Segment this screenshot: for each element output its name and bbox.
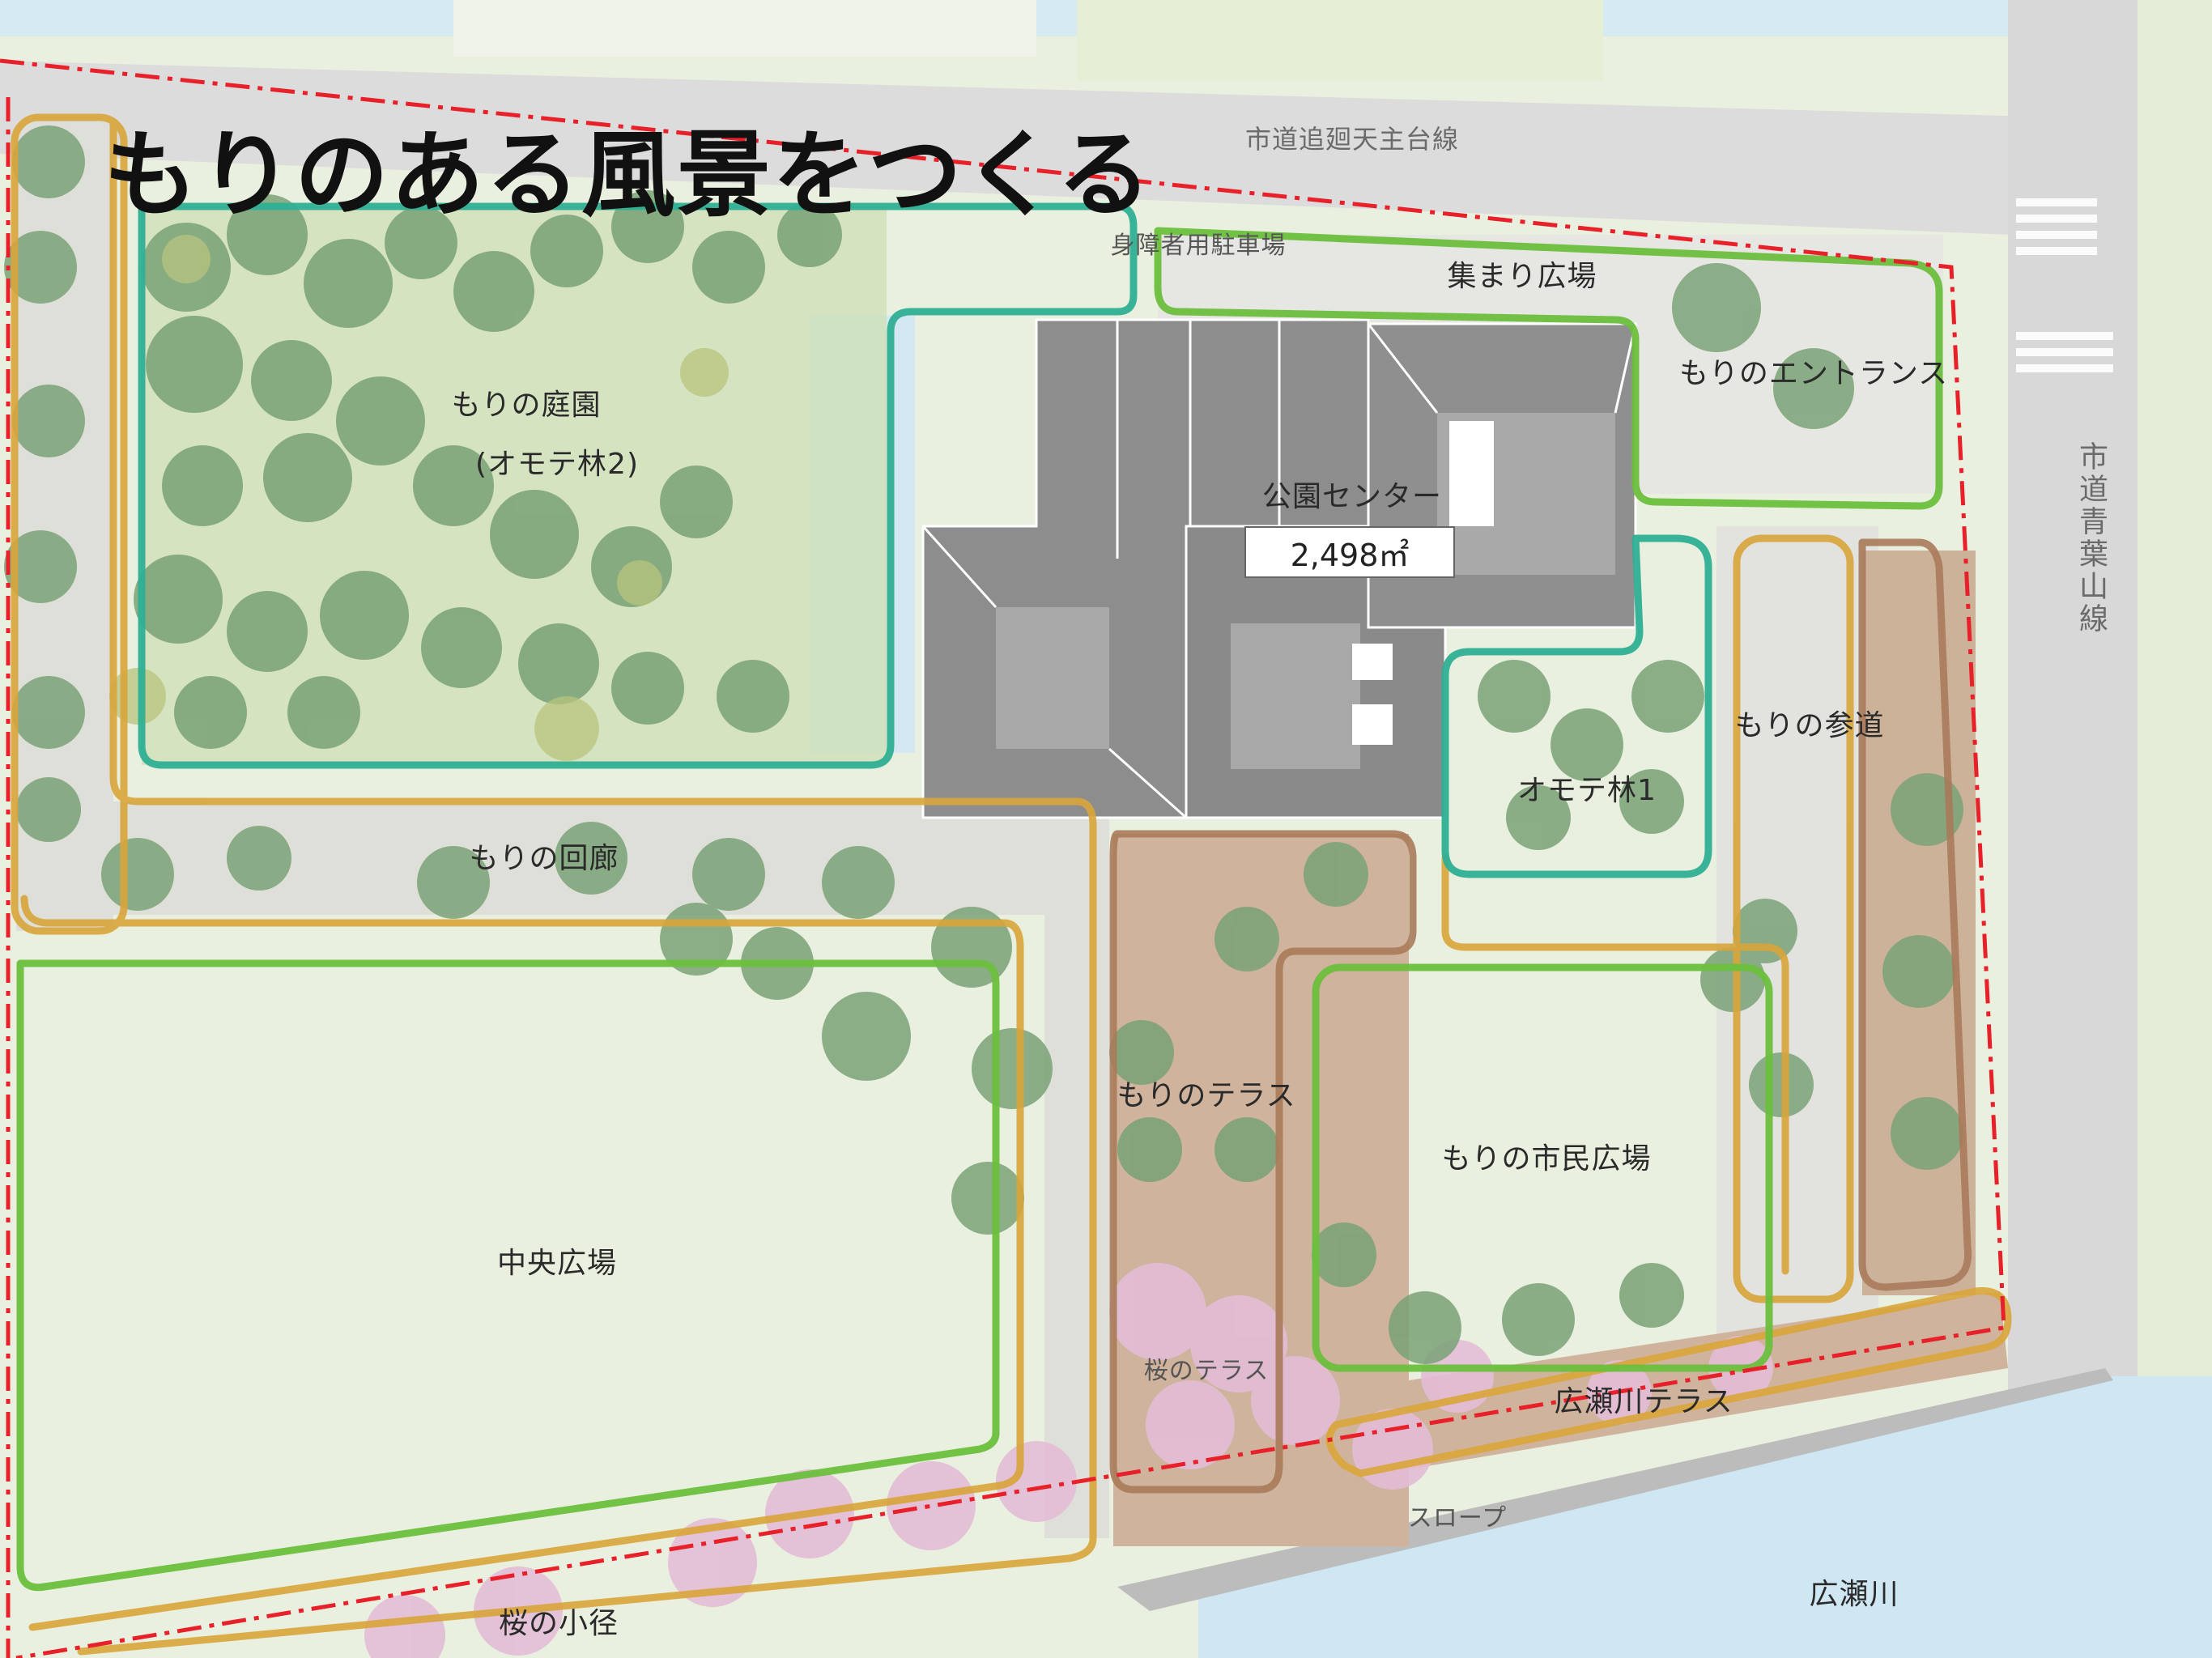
cherry-terrace-label: 桜のテラス xyxy=(1143,1357,1270,1385)
hirose-terrace-label: 広瀬川テラス xyxy=(1554,1385,1733,1418)
park-center-label: 公園センター xyxy=(1261,480,1443,513)
accessible-parking-label: 身障者用駐車場 xyxy=(1110,232,1287,260)
north-road-label: 市道追廻天主台線 xyxy=(1244,124,1460,155)
forest-terrace-label: もりのテラス xyxy=(1117,1079,1296,1112)
forest-corridor-label: もりの回廊 xyxy=(469,842,619,875)
park-center-building xyxy=(921,318,1637,819)
north-road xyxy=(0,61,2212,243)
cherry-path-label: 桜の小径 xyxy=(498,1607,619,1640)
forest-entrance-label: もりのエントランス xyxy=(1678,357,1949,390)
forest-garden-sub-label: (オモテ林2) xyxy=(475,448,639,481)
gathering-plaza-label: 集まり広場 xyxy=(1447,260,1597,293)
page-title: もりのある風景をつくる xyxy=(104,121,1153,230)
slope-label: スロープ xyxy=(1407,1504,1508,1533)
forest-approach-label: もりの参道 xyxy=(1734,709,1885,742)
forest-garden-label: もりの庭園 xyxy=(451,389,602,422)
river-label: 広瀬川 xyxy=(1809,1578,1899,1611)
omote-forest-1-label: オモテ林1 xyxy=(1517,774,1657,807)
floor-area-badge: 2,498㎡ xyxy=(1244,526,1455,578)
central-plaza-label: 中央広場 xyxy=(496,1247,618,1280)
citizen-plaza-label: もりの市民広場 xyxy=(1441,1142,1652,1175)
hirose-terrace-deck xyxy=(1328,1291,2008,1482)
river-water xyxy=(1198,1376,2212,1658)
east-road-label: 市道青葉山線 xyxy=(2074,441,2108,636)
